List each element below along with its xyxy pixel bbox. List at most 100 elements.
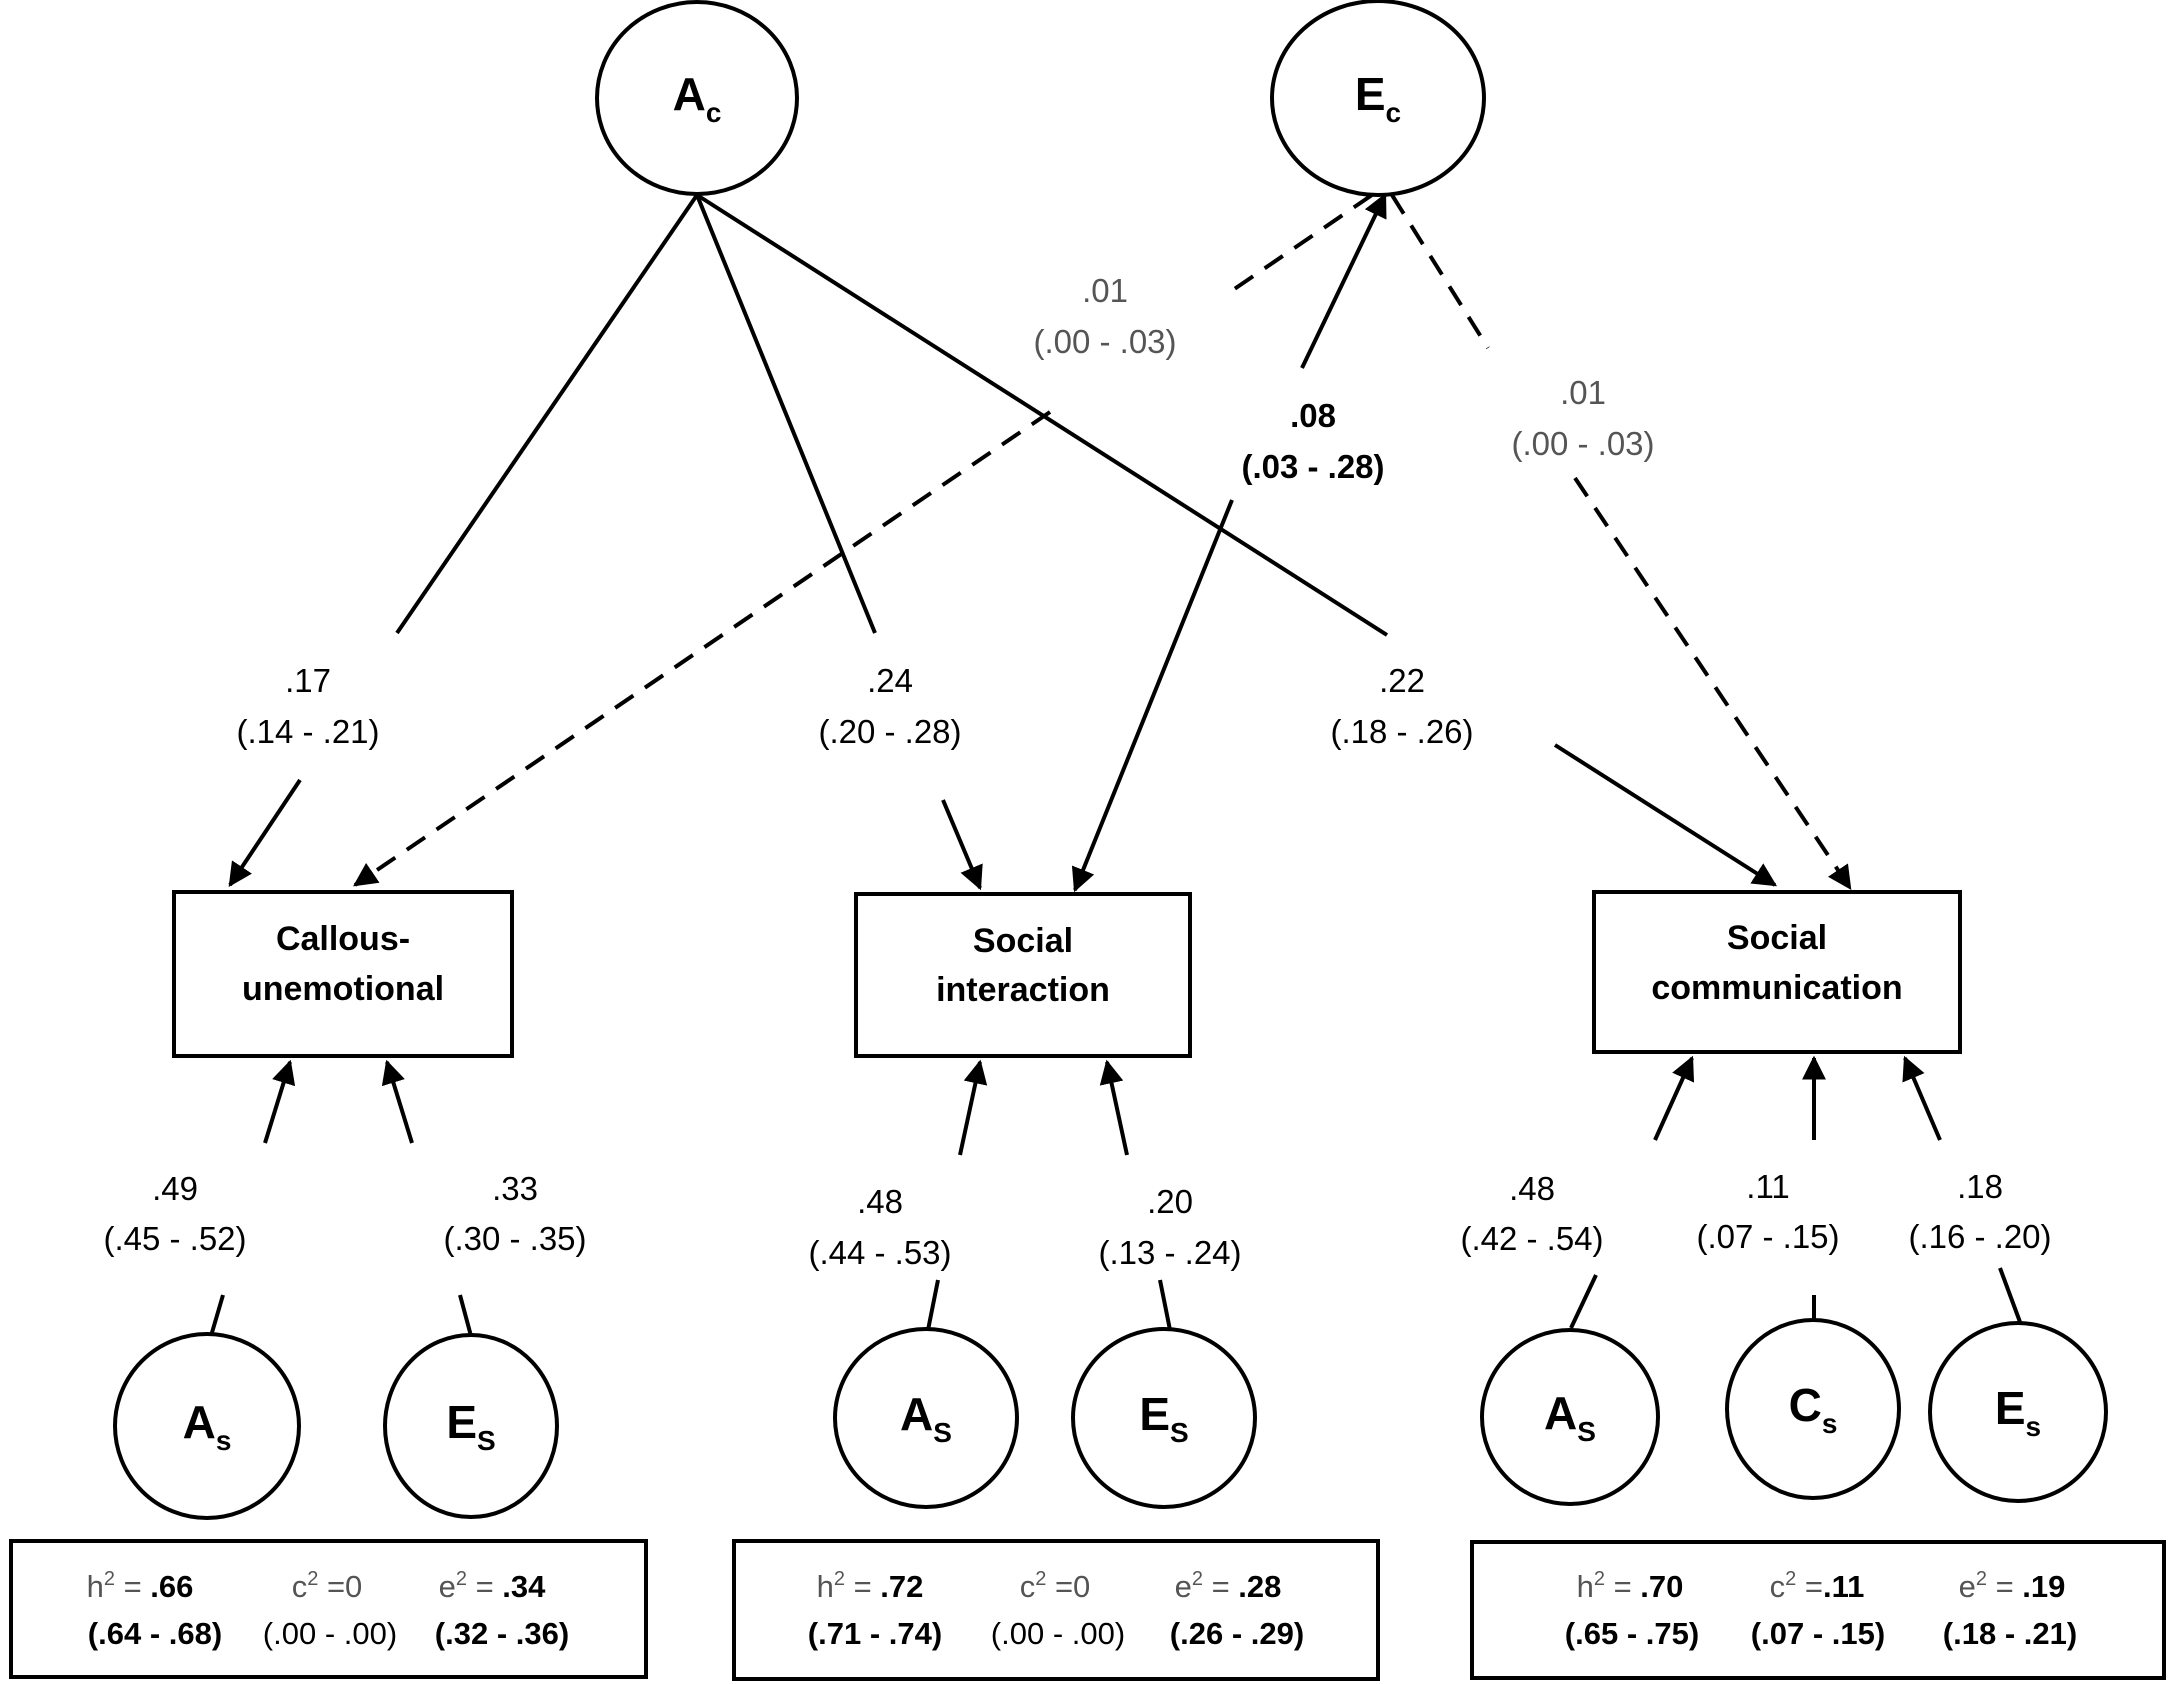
coef-ec-sc: .01 (.00 - .03) bbox=[1511, 374, 1654, 462]
coef-sc-as: .48 (.42 - .54) bbox=[1460, 1170, 1603, 1257]
path-sc-as-lower bbox=[1569, 1274, 1598, 1329]
svg-text:(.16 - .20): (.16 - .20) bbox=[1908, 1218, 2051, 1255]
svg-text:(.00 - .00): (.00 - .00) bbox=[991, 1616, 1125, 1651]
svg-text:.48: .48 bbox=[857, 1183, 903, 1220]
svg-text:h2 = .66: h2 = .66 bbox=[87, 1568, 194, 1604]
svg-text:(.00 - .03): (.00 - .03) bbox=[1511, 425, 1654, 462]
svg-text:.49: .49 bbox=[152, 1170, 198, 1207]
latent-cu-es: ES bbox=[383, 1333, 559, 1519]
coef-si-as: .48 (.44 - .53) bbox=[808, 1183, 951, 1271]
path-ec-cu-lower bbox=[353, 410, 1052, 887]
observed-callous-unemotional: Callous- unemotional bbox=[172, 890, 514, 1058]
svg-text:c2 =0: c2 =0 bbox=[292, 1568, 363, 1604]
svg-text:(.71 - .74): (.71 - .74) bbox=[808, 1616, 942, 1651]
path-si-as-upper bbox=[958, 1059, 988, 1156]
path-ec-sc-lower bbox=[1573, 476, 1852, 890]
coef-sc-es: .18 (.16 - .20) bbox=[1908, 1168, 2051, 1255]
svg-text:.33: .33 bbox=[492, 1170, 538, 1207]
path-ec-si-upper bbox=[1300, 192, 1387, 369]
path-sc-es-upper bbox=[1902, 1055, 1942, 1141]
svg-text:(.14 - .21): (.14 - .21) bbox=[236, 713, 379, 750]
svg-text:(.20 - .28): (.20 - .28) bbox=[818, 713, 961, 750]
path-ec-si-lower bbox=[1071, 499, 1234, 893]
svg-text:(.00 - .03): (.00 - .03) bbox=[1033, 323, 1176, 360]
path-ac-sc-lower bbox=[1553, 743, 1778, 887]
svg-text:(.18 - .21): (.18 - .21) bbox=[1943, 1616, 2077, 1651]
svg-text:(.64 - .68): (.64 - .68) bbox=[88, 1616, 222, 1651]
latent-sc-es: Es bbox=[1928, 1321, 2108, 1503]
path-si-es-lower bbox=[1158, 1279, 1172, 1331]
svg-text:As: As bbox=[183, 1396, 232, 1456]
path-cu-es-upper bbox=[381, 1059, 414, 1144]
coef-si-es: .20 (.13 - .24) bbox=[1098, 1183, 1241, 1271]
svg-text:.48: .48 bbox=[1509, 1170, 1555, 1207]
observed-social-communication: Social communication bbox=[1592, 890, 1962, 1054]
svg-text:.17: .17 bbox=[285, 662, 331, 699]
coef-ac-cu: .17 (.14 - .21) bbox=[236, 662, 379, 750]
coef-ec-si: .08 (.03 - .28) bbox=[1241, 397, 1384, 485]
svg-text:c2 =0: c2 =0 bbox=[1020, 1568, 1091, 1604]
latent-si-es: ES bbox=[1071, 1327, 1257, 1509]
svg-text:e2 = .34: e2 = .34 bbox=[439, 1568, 547, 1604]
svg-text:Cs: Cs bbox=[1789, 1379, 1838, 1439]
path-ac-sc-upper bbox=[695, 193, 1389, 637]
svg-text:communication: communication bbox=[1651, 969, 1902, 1007]
svg-text:Ac: Ac bbox=[673, 68, 722, 128]
svg-text:(.45 - .52): (.45 - .52) bbox=[103, 1220, 246, 1257]
observed-social-interaction: Social interaction bbox=[854, 892, 1192, 1058]
path-cu-as-lower bbox=[209, 1294, 225, 1337]
summary-callous-unemotional: h2 = .66 (.64 - .68) c2 =0 (.00 - .00) e… bbox=[9, 1539, 648, 1679]
svg-text:.24: .24 bbox=[867, 662, 913, 699]
svg-text:(.18 - .26): (.18 - .26) bbox=[1330, 713, 1473, 750]
svg-text:ES: ES bbox=[446, 1396, 495, 1456]
svg-text:(.13 - .24): (.13 - .24) bbox=[1098, 1234, 1241, 1271]
latent-ec: Ec bbox=[1270, 0, 1486, 197]
coef-ac-si: .24 (.20 - .28) bbox=[818, 662, 961, 750]
svg-text:(.32 - .36): (.32 - .36) bbox=[435, 1616, 569, 1651]
path-ac-cu-lower bbox=[228, 778, 302, 887]
coef-ac-sc: .22 (.18 - .26) bbox=[1330, 662, 1473, 750]
svg-text:.11: .11 bbox=[1746, 1168, 1789, 1205]
path-ac-si-lower bbox=[941, 799, 983, 891]
svg-text:ES: ES bbox=[1139, 1388, 1188, 1448]
coef-sc-cs: .11 (.07 - .15) bbox=[1696, 1168, 1839, 1255]
svg-text:.22: .22 bbox=[1379, 662, 1425, 699]
svg-text:Ec: Ec bbox=[1355, 68, 1401, 128]
svg-text:.01: .01 bbox=[1560, 374, 1606, 411]
svg-text:(.44 - .53): (.44 - .53) bbox=[808, 1234, 951, 1271]
path-ec-sc-upper bbox=[1390, 193, 1490, 350]
svg-text:.20: .20 bbox=[1147, 1183, 1193, 1220]
svg-text:(.00 - .00): (.00 - .00) bbox=[263, 1616, 397, 1651]
svg-text:interaction: interaction bbox=[936, 971, 1110, 1009]
svg-text:AS: AS bbox=[900, 1388, 952, 1448]
svg-text:.01: .01 bbox=[1082, 272, 1128, 309]
svg-text:e2 = .28: e2 = .28 bbox=[1175, 1568, 1282, 1604]
svg-text:h2 = .70: h2 = .70 bbox=[1577, 1568, 1684, 1604]
svg-text:(.42 - .54): (.42 - .54) bbox=[1460, 1220, 1603, 1257]
path-ac-cu-upper bbox=[395, 193, 699, 635]
svg-text:(.30 - .35): (.30 - .35) bbox=[443, 1220, 586, 1257]
latent-ac: Ac bbox=[595, 0, 799, 196]
coef-cu-as: .49 (.45 - .52) bbox=[103, 1170, 246, 1257]
path-cu-as-upper bbox=[263, 1059, 296, 1144]
svg-text:h2 = .72: h2 = .72 bbox=[817, 1568, 924, 1604]
svg-text:Es: Es bbox=[1995, 1382, 2041, 1442]
svg-text:(.07 - .15): (.07 - .15) bbox=[1751, 1616, 1885, 1651]
svg-text:(.03 - .28): (.03 - .28) bbox=[1241, 448, 1384, 485]
svg-text:(.07 - .15): (.07 - .15) bbox=[1696, 1218, 1839, 1255]
svg-text:(.65 - .75): (.65 - .75) bbox=[1565, 1616, 1699, 1651]
latent-si-as: AS bbox=[833, 1327, 1019, 1509]
path-cu-es-lower bbox=[458, 1294, 473, 1337]
svg-text:c2 =.11: c2 =.11 bbox=[1770, 1568, 1865, 1604]
path-sc-as-upper bbox=[1653, 1055, 1695, 1141]
svg-text:.18: .18 bbox=[1957, 1168, 2003, 1205]
latent-sc-as: AS bbox=[1480, 1328, 1660, 1506]
path-si-as-lower bbox=[926, 1279, 940, 1331]
svg-text:Social: Social bbox=[973, 922, 1073, 960]
coef-ec-cu: .01 (.00 - .03) bbox=[1033, 272, 1176, 360]
path-si-es-upper bbox=[1099, 1059, 1129, 1156]
svg-text:e2 = .19: e2 = .19 bbox=[1959, 1568, 2066, 1604]
svg-text:(.26 - .29): (.26 - .29) bbox=[1170, 1616, 1304, 1651]
coef-cu-es: .33 (.30 - .35) bbox=[443, 1170, 586, 1257]
